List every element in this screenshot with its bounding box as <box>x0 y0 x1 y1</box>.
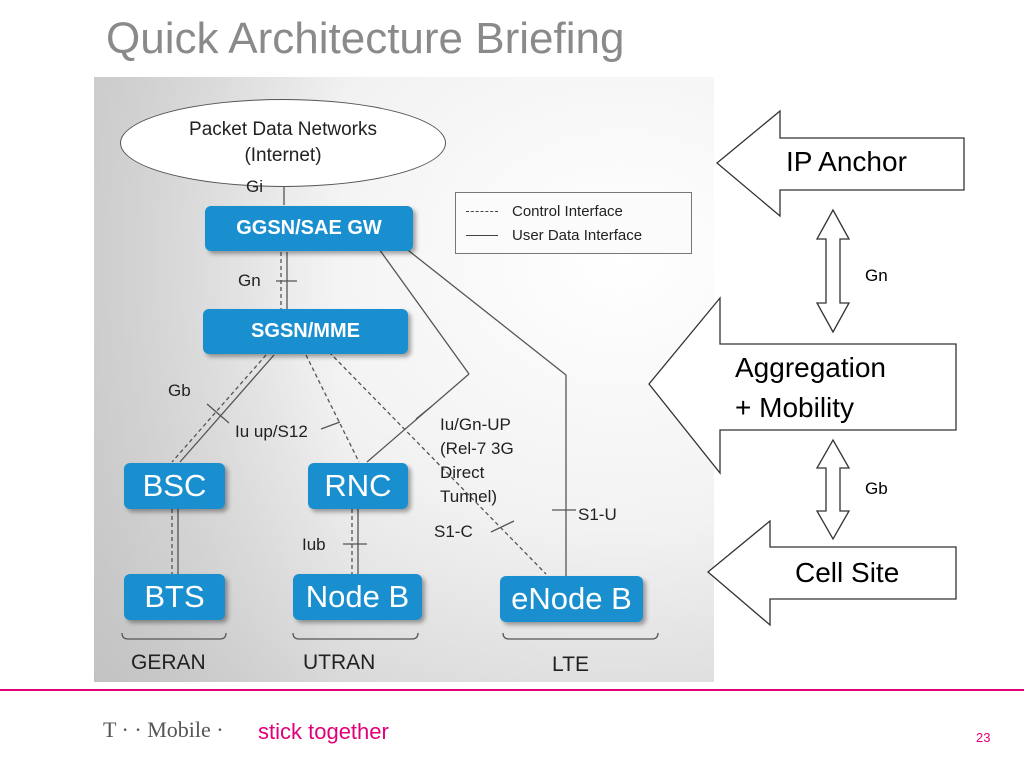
sgsn-rnc-line <box>305 354 360 463</box>
legend-control-row: Control Interface <box>466 203 623 220</box>
aggregation-label-line1: Aggregation <box>735 352 887 383</box>
dashed-line-swatch <box>466 211 498 212</box>
geran-bracket <box>121 632 227 640</box>
gb-right-label: Gb <box>865 479 888 498</box>
legend: Control Interface User Data Interface <box>455 192 692 254</box>
sgsn-bsc-line-2 <box>179 354 275 463</box>
iu-gn-up-label-3: Direct <box>440 463 485 482</box>
iu-gn-up-label-1: Iu/Gn-UP <box>440 415 511 434</box>
lte-label: LTE <box>552 653 589 676</box>
footer-tagline: stick together <box>258 719 389 744</box>
geran-label: GERAN <box>131 651 206 674</box>
gn-label: Gn <box>238 271 261 290</box>
footer-divider <box>0 689 1024 691</box>
cell-site-label: Cell Site <box>795 557 900 588</box>
bsc-node: BSC <box>124 463 225 509</box>
utran-label: UTRAN <box>303 651 376 674</box>
ggsn-sae-gw-node: GGSN/SAE GW <box>205 206 413 251</box>
gb-label: Gb <box>168 381 191 400</box>
iub-label: Iub <box>302 535 326 554</box>
connection-lines <box>121 185 659 640</box>
iu-up-s12-label: Iu up/S12 <box>235 422 308 441</box>
page-number: 23 <box>976 730 991 745</box>
s1-c-label: S1-C <box>434 522 473 541</box>
sgsn-bsc-line-1 <box>171 354 267 463</box>
aggregation-label-line2: + Mobility <box>735 392 855 423</box>
lte-bracket <box>502 632 659 640</box>
ggsn-enodeb-line <box>403 246 567 376</box>
architecture-diagram: Packet Data Networks (Internet) Control … <box>94 77 714 682</box>
ggsn-rnc-line <box>378 248 470 375</box>
iu-gn-up-label-2: (Rel-7 3G <box>440 439 514 458</box>
slide-title: Quick Architecture Briefing <box>106 14 625 63</box>
pdn-label-line2: (Internet) <box>244 145 322 166</box>
utran-bracket <box>292 632 419 640</box>
gn-right-label: Gn <box>865 266 888 285</box>
gb-double-arrow <box>815 438 851 541</box>
legend-control-label: Control Interface <box>512 203 623 220</box>
node-b-node: Node B <box>293 574 422 620</box>
s1-u-label: S1-U <box>578 505 617 524</box>
cell-site-arrow <box>706 519 957 627</box>
pdn-label-line1: Packet Data Networks <box>189 119 377 140</box>
sgsn-mme-node: SGSN/MME <box>203 309 408 354</box>
iu-gn-up-label-4: Tunnel) <box>440 487 498 506</box>
t-mobile-logo: T · · Mobile · <box>103 717 224 742</box>
aggregation-arrow <box>648 296 957 475</box>
sgsn-enodeb-line <box>328 351 547 575</box>
gn-double-arrow <box>815 208 851 334</box>
gi-label: Gi <box>246 177 263 196</box>
packet-data-networks-ellipse: Packet Data Networks (Internet) <box>120 99 446 187</box>
enode-b-node: eNode B <box>500 576 643 622</box>
bts-node: BTS <box>124 574 225 620</box>
solid-line-swatch <box>466 235 498 236</box>
ip-anchor-arrow <box>715 109 965 218</box>
ip-anchor-label: IP Anchor <box>786 146 907 177</box>
legend-user-label: User Data Interface <box>512 227 643 244</box>
legend-user-row: User Data Interface <box>466 227 642 244</box>
rnc-node: RNC <box>308 463 408 509</box>
